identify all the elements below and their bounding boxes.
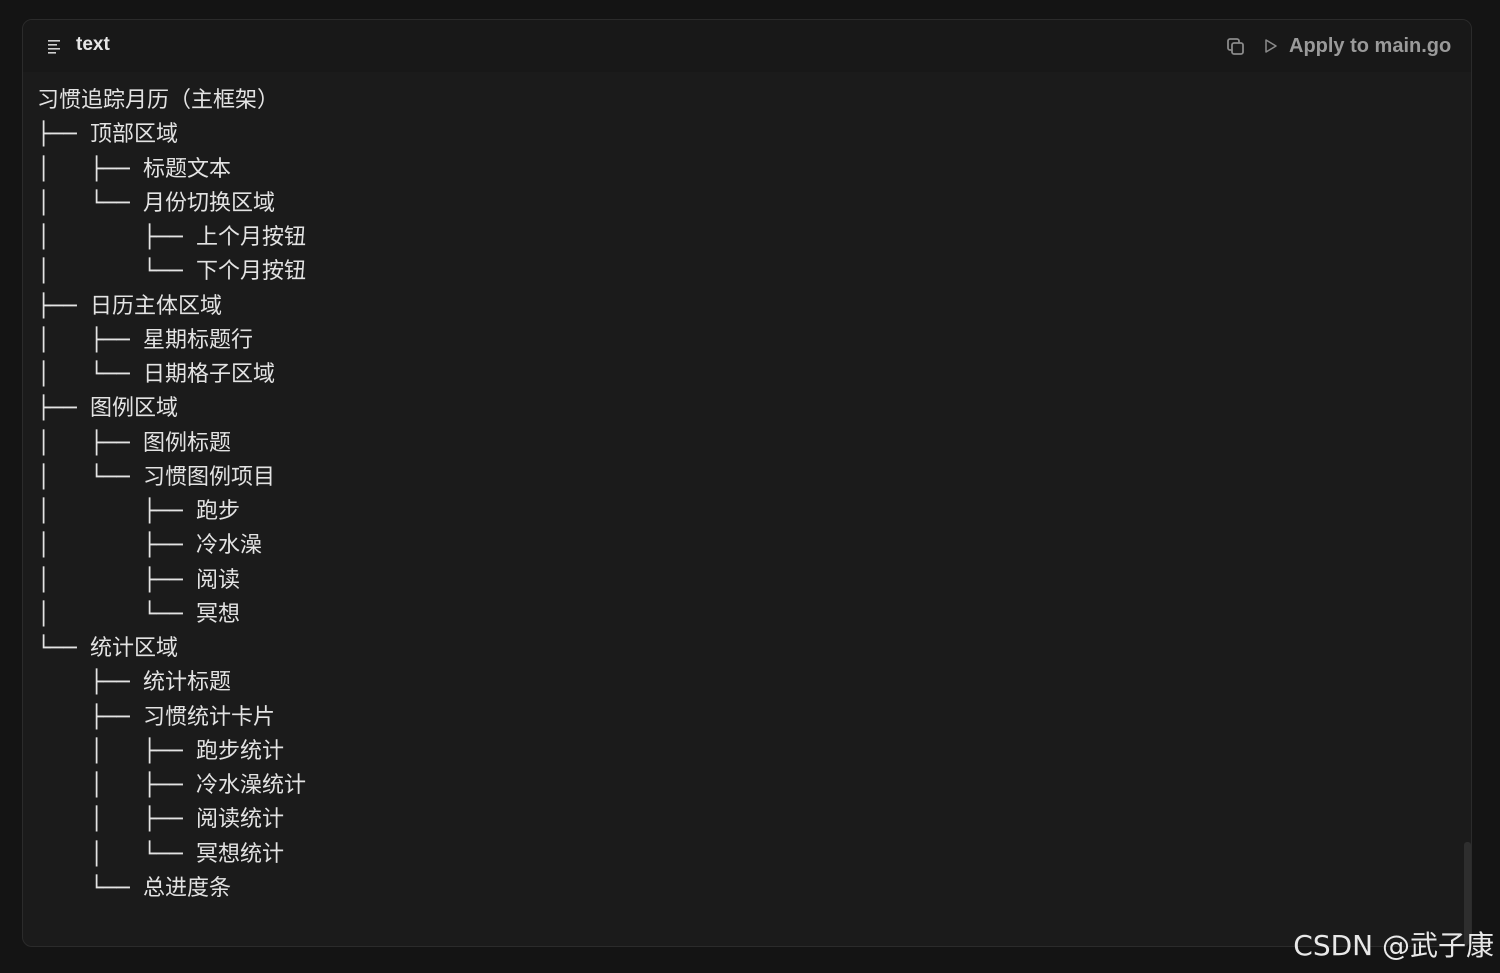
code-line: │ ├── 跑步: [37, 499, 240, 524]
code-line: │ └── 下个月按钮: [37, 259, 306, 285]
code-line: │ ├── 阅读: [37, 567, 240, 593]
code-line: │ └── 习惯图例项目: [37, 464, 275, 490]
code-line: ├── 顶部区域: [37, 122, 178, 148]
copy-icon[interactable]: [1225, 36, 1247, 58]
code-block-panel: text Apply to main.go 习惯追踪月历（主框架） ├── 顶部区…: [22, 19, 1472, 947]
code-line: └── 统计区域: [37, 636, 178, 661]
code-line: │ ├── 星期标题行: [37, 327, 253, 353]
code-line: ├── 图例区域: [37, 396, 178, 422]
code-line: │ ├── 标题文本: [37, 156, 231, 182]
code-content: 习惯追踪月历（主框架） ├── 顶部区域 │ ├── 标题文本 │ └── 月份切换区…: [37, 84, 306, 906]
code-line: 习惯追踪月历（主框架）: [37, 88, 280, 113]
code-block-header: text Apply to main.go: [23, 20, 1471, 72]
code-line: │ ├── 冷水澡: [37, 533, 262, 559]
play-icon: [1265, 39, 1277, 53]
code-line: │ ├── 阅读统计: [37, 807, 284, 833]
watermark: CSDN @武子康: [1293, 929, 1494, 962]
apply-to-file-button[interactable]: Apply to main.go: [1263, 32, 1451, 60]
code-line: │ └── 日期格子区域: [37, 362, 275, 387]
code-line: │ ├── 跑步统计: [37, 738, 284, 764]
vertical-scrollbar[interactable]: [1464, 842, 1471, 946]
apply-button-label: Apply to main.go: [1289, 34, 1452, 57]
code-line: │ ├── 图例标题: [37, 430, 231, 456]
code-line: │ └── 冥想统计: [37, 841, 284, 867]
text-lines-icon: [48, 40, 60, 54]
code-line: ├── 日历主体区域: [37, 293, 222, 319]
code-line: ├── 习惯统计卡片: [37, 704, 275, 730]
code-line: │ ├── 上个月按钮: [37, 225, 306, 250]
code-line: ├── 统计标题: [37, 670, 231, 696]
code-line: │ └── 冥想: [37, 601, 240, 627]
code-line: │ └── 月份切换区域: [37, 190, 275, 216]
code-line: └── 总进度条: [37, 875, 231, 901]
code-line: │ ├── 冷水澡统计: [37, 773, 306, 798]
code-language-label: text: [76, 34, 110, 55]
